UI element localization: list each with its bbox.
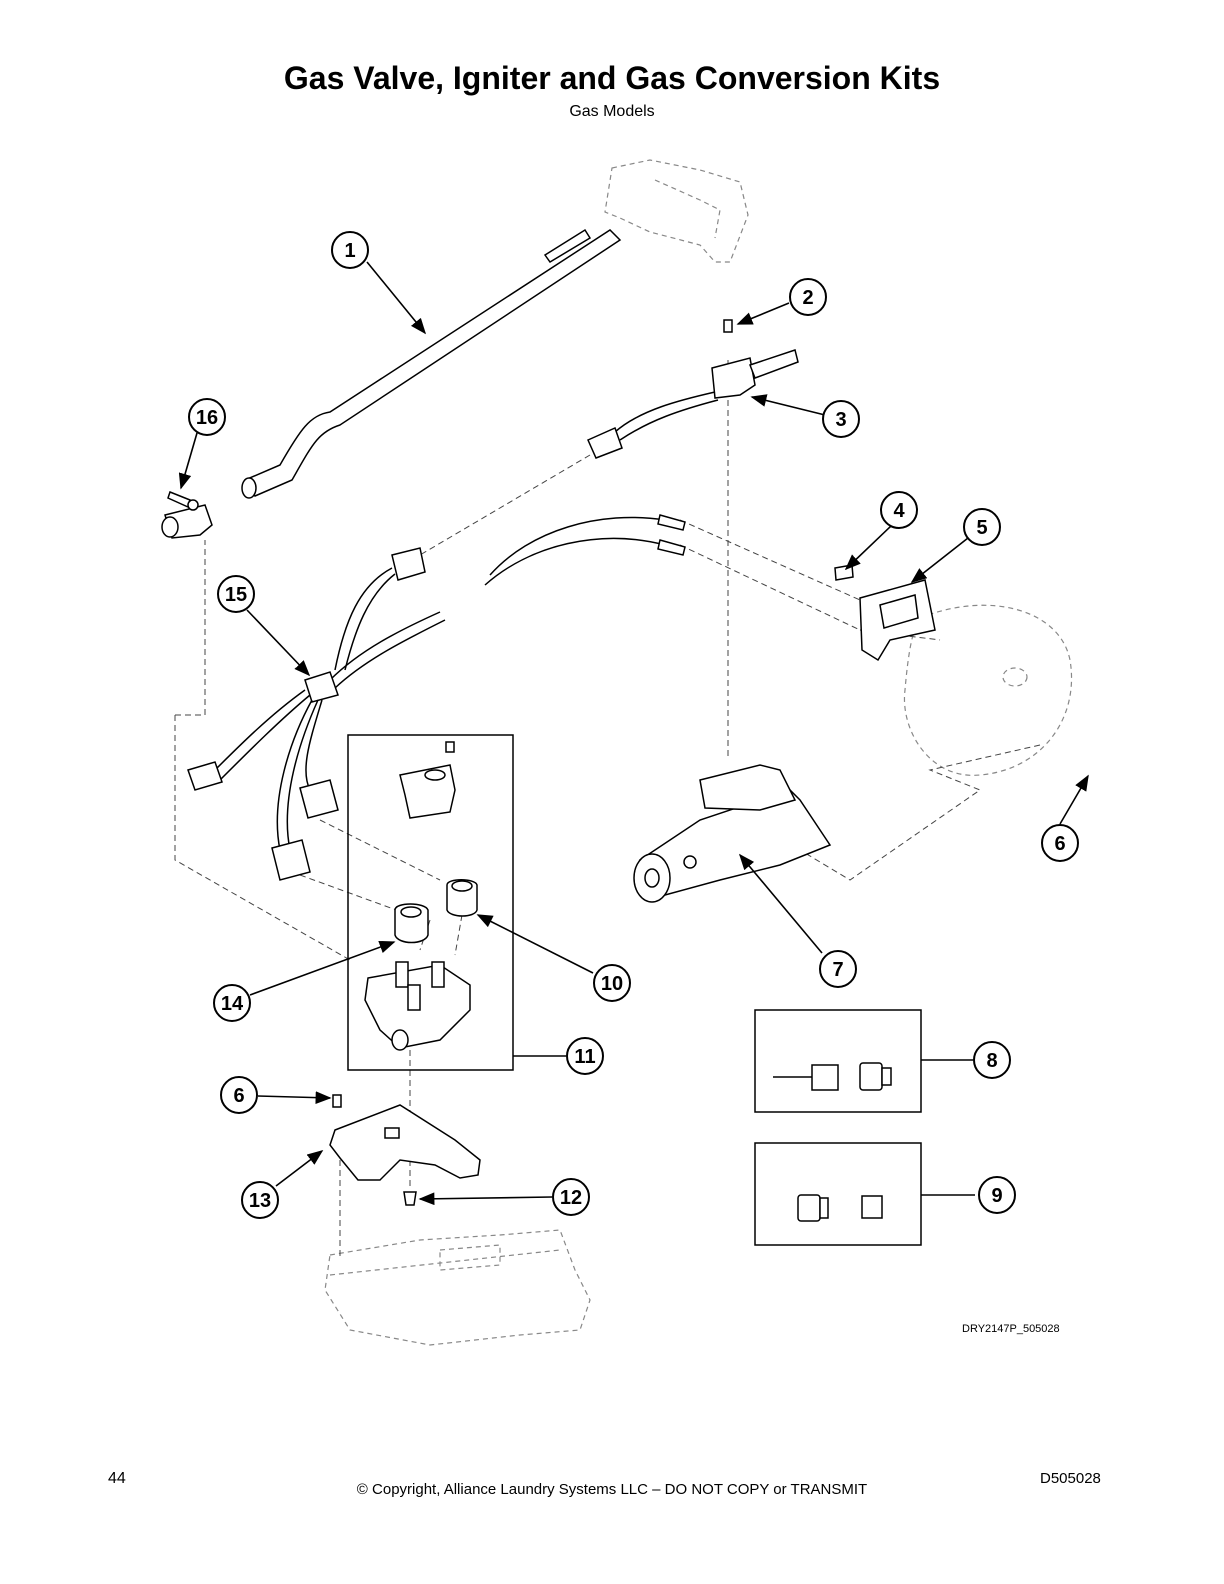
page-number: 44 bbox=[108, 1470, 126, 1487]
copyright-notice: © Copyright, Alliance Laundry Systems LL… bbox=[356, 1481, 868, 1498]
leader-lines bbox=[178, 261, 1089, 1206]
svg-text:16: 16 bbox=[196, 407, 218, 429]
callout-4: 4 bbox=[880, 491, 918, 529]
svg-text:15: 15 bbox=[225, 584, 247, 606]
callout-11: 11 bbox=[566, 1037, 604, 1075]
callout-12: 12 bbox=[552, 1178, 590, 1216]
callout-6-right: 6 bbox=[1041, 824, 1079, 862]
callout-8: 8 bbox=[973, 1041, 1011, 1079]
callout-6-left: 6 bbox=[220, 1076, 258, 1114]
svg-text:6: 6 bbox=[233, 1085, 244, 1107]
conversion-kit-box-9 bbox=[754, 1142, 922, 1246]
svg-text:13: 13 bbox=[249, 1190, 271, 1212]
gas-pipe-part-1 bbox=[241, 228, 622, 499]
svg-text:9: 9 bbox=[991, 1185, 1002, 1207]
svg-text:11: 11 bbox=[574, 1046, 595, 1068]
callout-7: 7 bbox=[819, 950, 857, 988]
callout-16: 16 bbox=[188, 398, 226, 436]
svg-text:2: 2 bbox=[802, 287, 813, 309]
conversion-kit-box-8 bbox=[754, 1009, 922, 1113]
page-subtitle: Gas Models bbox=[569, 103, 655, 120]
callout-9: 9 bbox=[978, 1176, 1016, 1214]
page-title: Gas Valve, Igniter and Gas Conversion Ki… bbox=[283, 60, 941, 96]
callouts: 1 2 3 4 5 6 6 7 8 9 10 11 12 13 14 15 16 bbox=[188, 231, 1079, 1219]
svg-text:6: 6 bbox=[1054, 833, 1065, 855]
document-number: D505028 bbox=[1040, 1470, 1101, 1487]
svg-text:7: 7 bbox=[832, 959, 843, 981]
svg-text:5: 5 bbox=[976, 517, 987, 539]
svg-text:1: 1 bbox=[344, 240, 355, 262]
gas-valve-part-11 bbox=[347, 734, 514, 1071]
mounting-bracket-part-13 bbox=[329, 1094, 481, 1206]
svg-text:10: 10 bbox=[601, 973, 623, 995]
callout-10: 10 bbox=[593, 964, 631, 1002]
svg-text:3: 3 bbox=[835, 409, 846, 431]
callout-3: 3 bbox=[822, 400, 860, 438]
callout-14: 14 bbox=[213, 984, 251, 1022]
svg-text:12: 12 bbox=[560, 1187, 582, 1209]
callout-1: 1 bbox=[331, 231, 369, 269]
drawing-id: DRY2147P_505028 bbox=[962, 1323, 1060, 1335]
burner-tube-part-7 bbox=[633, 764, 832, 903]
callout-13: 13 bbox=[241, 1181, 279, 1219]
igniter-part-3 bbox=[587, 319, 799, 459]
bracket-part-5 bbox=[834, 564, 936, 662]
callout-15: 15 bbox=[217, 575, 255, 613]
svg-text:8: 8 bbox=[986, 1050, 997, 1072]
callout-2: 2 bbox=[789, 278, 827, 316]
svg-text:4: 4 bbox=[893, 500, 905, 522]
wire-harness-part-15 bbox=[187, 514, 686, 881]
context-outlines bbox=[324, 159, 1072, 1346]
callout-5: 5 bbox=[963, 508, 1001, 546]
svg-text:14: 14 bbox=[221, 993, 244, 1015]
shutoff-valve-part-16 bbox=[161, 491, 213, 539]
